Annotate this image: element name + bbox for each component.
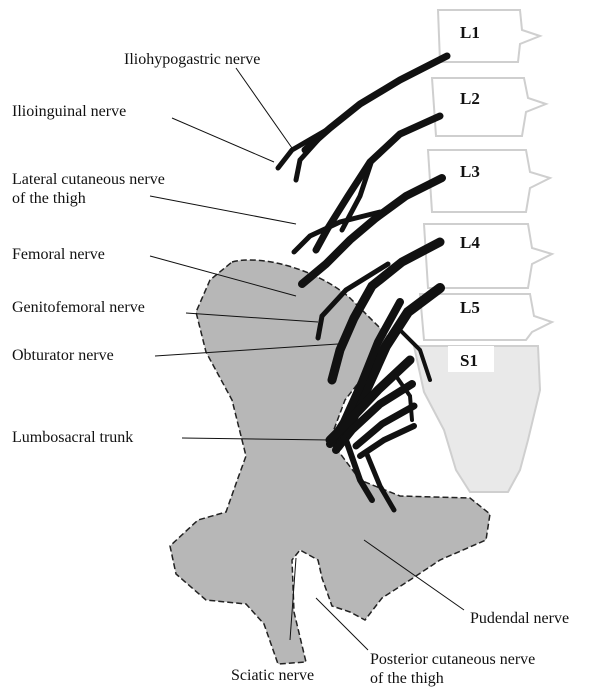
vertebra-l5 [420,294,552,340]
label-l2: L2 [460,89,480,108]
vertebra-l2 [432,78,546,136]
label-pudendal: Pudendal nerve [470,610,569,627]
vertebra-l4 [424,224,552,288]
vertebra-l1 [438,10,540,62]
label-ilioinguinal: Ilioinguinal nerve [12,103,126,120]
label-posterior-cutaneous-line1: Posterior cutaneous nerve [370,651,535,668]
label-l5: L5 [460,298,480,317]
label-genitofemoral: Genitofemoral nerve [12,299,145,316]
label-l4: L4 [460,233,480,252]
spine [414,10,552,492]
label-lateral-cutaneous-line2: of the thigh [12,190,86,207]
label-l3: L3 [460,162,480,181]
nerve-l2 [316,116,440,250]
label-l1: L1 [460,23,480,42]
label-obturator: Obturator nerve [12,347,114,364]
label-lateral-cutaneous-line1: Lateral cutaneous nerve [12,171,165,188]
label-lumbosacral: Lumbosacral trunk [12,429,133,446]
label-iliohypogastric: Iliohypogastric nerve [124,51,260,68]
leader-lateral-cutaneous [150,196,296,224]
label-posterior-cutaneous-line2: of the thigh [370,670,444,687]
vertebra-l3 [428,150,550,212]
label-s1: S1 [460,351,478,370]
leader-ilioinguinal [172,118,274,162]
leader-iliohypogastric [236,68,292,148]
label-femoral: Femoral nerve [12,246,105,263]
label-sciatic: Sciatic nerve [231,667,314,684]
nerve-l1 [305,56,447,150]
